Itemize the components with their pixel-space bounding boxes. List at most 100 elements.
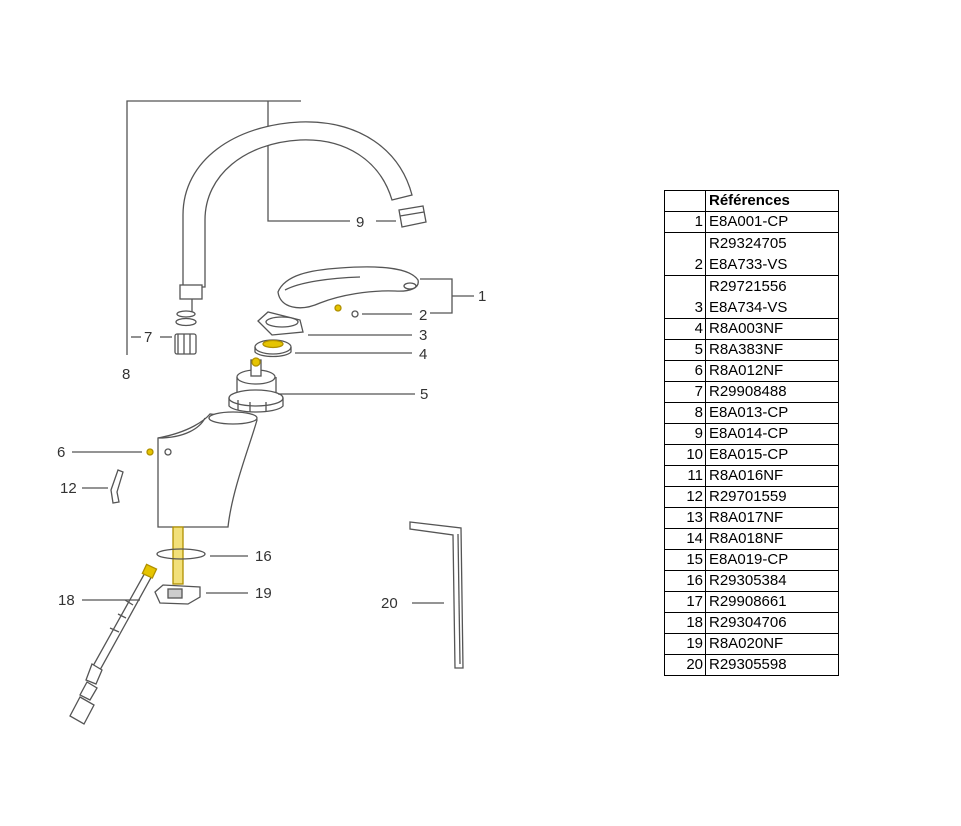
- row-reference: E8A001-CP: [705, 211, 839, 233]
- reference-code: R8A016NF: [709, 467, 784, 484]
- row-reference: E8A015-CP: [705, 444, 839, 466]
- key-20: [409, 521, 464, 669]
- callout-19: 19: [255, 585, 272, 602]
- row-number: 14: [664, 528, 706, 550]
- reference-code: R8A383NF: [709, 341, 784, 358]
- hose-18: [69, 563, 158, 725]
- row-reference: R8A003NF: [705, 318, 839, 340]
- reference-code: R29324705: [709, 235, 787, 252]
- row-number: 11: [664, 465, 706, 487]
- row-number: 8: [664, 402, 706, 424]
- row-number: 4: [664, 318, 706, 340]
- reference-code: R29305384: [709, 572, 787, 589]
- plate-19: [154, 584, 248, 605]
- row-reference: R29701559: [705, 486, 839, 508]
- callout-8: 8: [122, 366, 130, 383]
- row-number: 7: [664, 381, 706, 403]
- row-number: 3: [664, 275, 706, 319]
- reference-code: E8A014-CP: [709, 425, 789, 442]
- row-number: 16: [664, 570, 706, 592]
- callout-12: 12: [60, 480, 77, 497]
- row-reference: R29305384: [705, 570, 839, 592]
- reference-code: R8A020NF: [709, 635, 784, 652]
- threaded-rod: [172, 526, 184, 585]
- reference-code: R29908488: [709, 383, 787, 400]
- spout: [179, 121, 413, 312]
- row-reference: R8A017NF: [705, 507, 839, 529]
- row-number: 10: [664, 444, 706, 466]
- reference-code: R8A017NF: [709, 509, 784, 526]
- header-number-cell: [664, 190, 706, 212]
- row-reference: R29908488: [705, 381, 839, 403]
- reference-code: R8A003NF: [709, 320, 784, 337]
- row-reference: E8A014-CP: [705, 423, 839, 445]
- callout-18: 18: [58, 592, 75, 609]
- lever-handle: [277, 266, 419, 309]
- reference-code: E8A015-CP: [709, 446, 789, 463]
- header-references: Références: [705, 190, 839, 212]
- row-number: 17: [664, 591, 706, 613]
- row-number: 15: [664, 549, 706, 571]
- screw-2: [334, 304, 412, 318]
- reference-code: E8A734-VS: [709, 299, 788, 316]
- table-header-row: Références: [664, 190, 839, 212]
- reference-code: R8A012NF: [709, 362, 784, 379]
- aerator: [398, 205, 427, 228]
- row-number: 2: [664, 232, 706, 276]
- row-reference: R29908661: [705, 591, 839, 613]
- washer-16: [156, 548, 248, 560]
- callout-20: 20: [381, 595, 398, 612]
- leader-8: [126, 100, 301, 355]
- row-number: 20: [664, 654, 706, 676]
- reference-code: R29305598: [709, 656, 787, 673]
- cartridge: [228, 357, 415, 413]
- callout-1: 1: [478, 288, 486, 305]
- row-number: 13: [664, 507, 706, 529]
- row-reference: R8A016NF: [705, 465, 839, 487]
- key-12: [82, 469, 124, 504]
- reference-code: E8A001-CP: [709, 213, 789, 230]
- row-reference: R8A383NF: [705, 339, 839, 361]
- reference-code: R8A018NF: [709, 530, 784, 547]
- row-reference: R29305598: [705, 654, 839, 676]
- connector-7: [174, 310, 197, 355]
- callout-4: 4: [419, 346, 427, 363]
- callout-9: 9: [356, 214, 364, 231]
- callout-5: 5: [420, 386, 428, 403]
- row-reference: E8A013-CP: [705, 402, 839, 424]
- screw-6: [72, 448, 154, 456]
- row-reference: R29304706: [705, 612, 839, 634]
- callout-7: 7: [144, 329, 152, 346]
- row-reference: E8A019-CP: [705, 549, 839, 571]
- row-number: 5: [664, 339, 706, 361]
- reference-code: R29908661: [709, 593, 787, 610]
- row-reference: R8A020NF: [705, 633, 839, 655]
- callout-16: 16: [255, 548, 272, 565]
- row-number: 18: [664, 612, 706, 634]
- callout-2: 2: [419, 307, 427, 324]
- reference-code: E8A013-CP: [709, 404, 789, 421]
